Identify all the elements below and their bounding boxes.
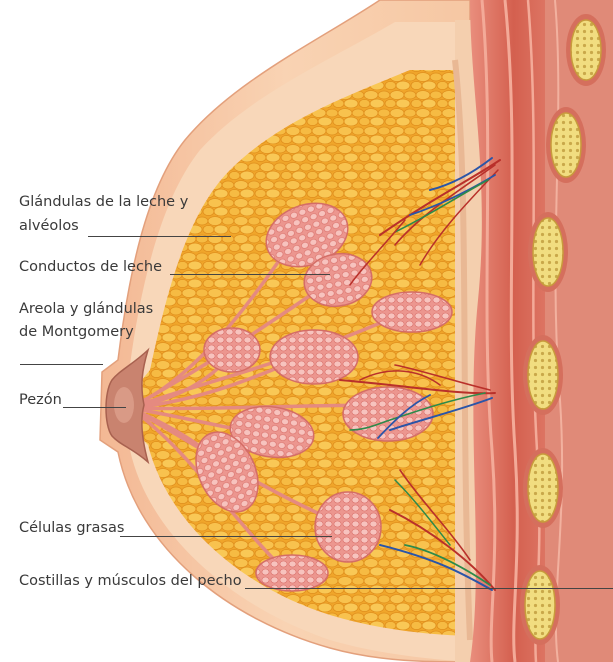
leader-nipple	[63, 407, 126, 408]
label-milk-glands-line1: Glándulas de la leche y	[19, 191, 188, 213]
label-milk-glands-line2: alvéolos	[19, 215, 79, 237]
chest-muscle	[470, 0, 557, 662]
label-areola-line2: de Montgomery	[19, 321, 134, 343]
label-areola-line1: Areola y glándulas	[19, 298, 153, 320]
label-milk-ducts: Conductos de leche	[19, 256, 162, 278]
label-nipple: Pezón	[19, 389, 62, 411]
leader-ribs-muscles	[245, 588, 613, 589]
label-fat-cells: Células grasas	[19, 517, 124, 539]
label-ribs-muscles: Costillas y músculos del pecho	[19, 570, 242, 592]
leader-fat-cells	[120, 536, 332, 537]
leader-areola	[20, 364, 103, 365]
leader-milk-ducts	[170, 274, 330, 275]
leader-milk-glands	[88, 236, 231, 237]
